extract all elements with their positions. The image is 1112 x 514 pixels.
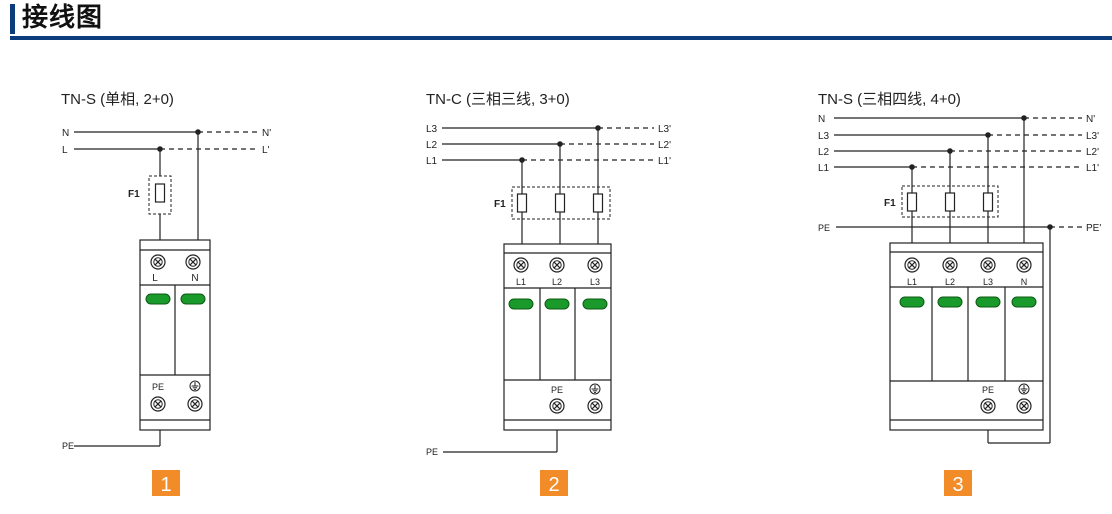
number-badge xyxy=(540,470,568,496)
fuse-label: F1 xyxy=(494,199,506,210)
pe-terminal-label: PE xyxy=(551,385,563,395)
terminal-label: N xyxy=(191,273,198,284)
fuse-element xyxy=(982,192,994,212)
terminal-label: L xyxy=(152,273,158,284)
line-label-left: L xyxy=(62,145,68,156)
terminal-label: L2 xyxy=(945,277,955,287)
status-indicator xyxy=(145,293,171,305)
screw-slash xyxy=(553,402,561,410)
screw-slash xyxy=(1020,261,1028,269)
diagram-3: TN-S (三相四线, 4+0) N N' L3 L3' L2 L2' L1 L1' PE PE' F… xyxy=(818,91,1101,496)
screw-slash xyxy=(517,261,525,269)
terminal-label: N xyxy=(1021,277,1028,287)
fuse-element xyxy=(554,193,566,213)
fuse-element xyxy=(592,193,604,213)
line-label-right: N' xyxy=(1086,114,1095,125)
screw-slash xyxy=(591,402,599,410)
fuse-element xyxy=(154,183,166,203)
line-label-right: L2' xyxy=(1086,147,1099,158)
fuse-label: F1 xyxy=(884,198,896,209)
pe-right-label: PE' xyxy=(1086,223,1101,234)
line-label-left: N xyxy=(818,114,825,125)
pe-line-label: PE xyxy=(62,441,74,451)
spd-housing xyxy=(889,242,1044,431)
header-divider xyxy=(10,36,1112,40)
pe-terminal-label: PE xyxy=(982,385,994,395)
line-label-right: L3' xyxy=(1086,131,1099,142)
screw-slash xyxy=(984,402,992,410)
screw-slash xyxy=(984,261,992,269)
fuse-element xyxy=(944,192,956,212)
pe-line-label: PE xyxy=(818,223,830,233)
fuse-element xyxy=(906,192,918,212)
pe-line-label: PE xyxy=(426,447,438,457)
badge-number: 1 xyxy=(160,474,171,496)
status-indicator xyxy=(1011,296,1037,308)
line-label-left: L2 xyxy=(818,147,830,158)
diagram-title: TN-S (三相四线, 4+0) xyxy=(818,91,961,108)
line-label-right: L2' xyxy=(658,140,671,151)
badge-number: 2 xyxy=(548,474,559,496)
terminal-label: L3 xyxy=(590,277,600,287)
pe-terminal-label: PE xyxy=(152,382,164,392)
line-label-right: L' xyxy=(262,145,270,156)
status-indicator xyxy=(937,296,963,308)
status-indicator xyxy=(899,296,925,308)
screw-slash xyxy=(908,261,916,269)
number-badge xyxy=(152,470,180,496)
status-indicator xyxy=(582,298,608,310)
number-badge xyxy=(944,470,972,496)
line-label-left: L3 xyxy=(426,124,438,135)
status-indicator xyxy=(975,296,1001,308)
screw-slash xyxy=(191,400,199,408)
line-label-left: L1 xyxy=(426,156,438,167)
terminal-label: L1 xyxy=(907,277,917,287)
screw-slash xyxy=(1020,402,1028,410)
status-indicator xyxy=(508,298,534,310)
fuse-element xyxy=(516,193,528,213)
status-indicator xyxy=(544,298,570,310)
line-label-right: L1' xyxy=(658,156,671,167)
line-label-left: L3 xyxy=(818,131,830,142)
diagram-title: TN-C (三相三线, 3+0) xyxy=(426,91,570,108)
line-label-left: N xyxy=(62,128,69,139)
line-label-left: L2 xyxy=(426,140,438,151)
terminal-label: L3 xyxy=(983,277,993,287)
screw-slash xyxy=(154,400,162,408)
line-label-left: L1 xyxy=(818,163,830,174)
diagram-title: TN-S (单相, 2+0) xyxy=(61,91,174,108)
screw-slash xyxy=(591,261,599,269)
status-indicator xyxy=(180,293,206,305)
line-label-right: L1' xyxy=(1086,163,1099,174)
page-title: 接线图 xyxy=(22,3,104,33)
screw-slash xyxy=(946,261,954,269)
badge-number: 3 xyxy=(952,474,963,496)
screw-slash xyxy=(189,258,197,266)
fuse-label: F1 xyxy=(128,189,140,200)
terminal-label: L1 xyxy=(516,277,526,287)
header-accent-bar xyxy=(10,4,15,34)
line-label-right: L3' xyxy=(658,124,671,135)
screw-slash xyxy=(154,258,162,266)
screw-slash xyxy=(553,261,561,269)
terminal-label: L2 xyxy=(552,277,562,287)
line-label-right: N' xyxy=(262,128,271,139)
